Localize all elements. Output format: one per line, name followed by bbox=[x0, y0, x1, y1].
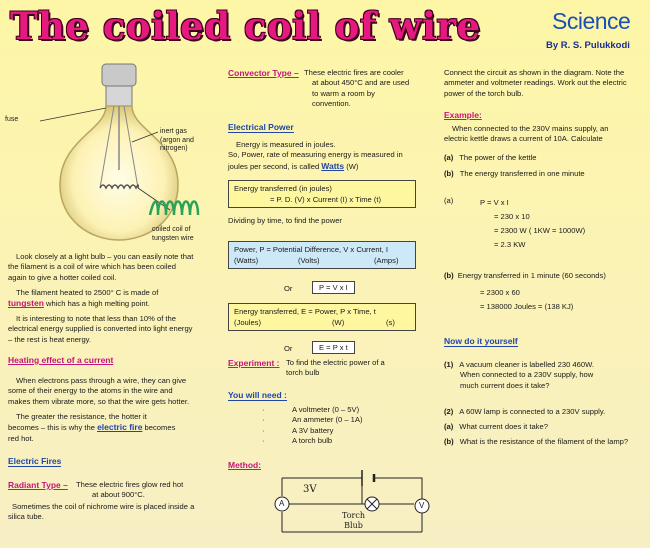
label-coiled-coil: coiled coil of tungsten wire bbox=[152, 226, 194, 242]
heading-radiant-type: Radiant Type – bbox=[8, 480, 68, 490]
ammeter-icon bbox=[274, 496, 290, 512]
question-a: (a)The power of the kettle bbox=[444, 153, 537, 162]
heading-experiment: Experiment : bbox=[228, 358, 280, 368]
convector-text: These electric fires are cooler at about… bbox=[304, 68, 410, 109]
heating-paragraph: When electrons pass through a wire, they… bbox=[8, 376, 190, 406]
dividing-text: Dividing by time, to find the power bbox=[228, 216, 342, 225]
energy-formula-box: Energy transferred (in joules) = P. D. (… bbox=[228, 180, 416, 208]
connect-paragraph: Connect the circuit as shown in the diag… bbox=[444, 68, 627, 98]
tungsten-highlight: tungsten bbox=[8, 298, 44, 309]
experiment-text: To find the electric power of a torch bu… bbox=[286, 358, 385, 378]
heading-method: Method: bbox=[228, 460, 262, 470]
power-formula-box: Power, P = Potential Difference, V x Cur… bbox=[228, 241, 416, 269]
intro-paragraph: Look closely at a light bulb – you can e… bbox=[8, 252, 194, 282]
bulb-cap-icon bbox=[101, 63, 137, 87]
list-item: ·A 3V battery bbox=[262, 425, 334, 435]
nichrome-paragraph: Sometimes the coil of nichrome wire is p… bbox=[8, 502, 195, 522]
heading-example: Example: bbox=[444, 110, 482, 120]
ammeter-label: A bbox=[279, 499, 285, 508]
heading-electrical-power: Electrical Power bbox=[228, 122, 294, 133]
bulb-neck-icon bbox=[105, 85, 133, 107]
heading-you-will-need: You will need : bbox=[228, 390, 287, 401]
exercise-1: (1)A vacuum cleaner is labelled 230 460W… bbox=[444, 360, 594, 390]
radiant-text: These electric fires glow red hot at abo… bbox=[76, 480, 184, 500]
solution-a-label: (a) bbox=[444, 196, 454, 205]
light-bulb-illustration bbox=[39, 63, 179, 241]
filament-paragraph: The filament heated to 2500° C is made o… bbox=[8, 288, 159, 309]
energy-power-time-box: Energy transferred, E = Power, P x Time,… bbox=[228, 303, 416, 331]
solution-b-lines: = 2300 x 60 = 138000 Joules = (138 KJ) bbox=[480, 288, 574, 311]
resistance-paragraph: The greater the resistance, the hotter i… bbox=[8, 412, 176, 443]
question-b: (b)The energy transferred in one minute bbox=[444, 169, 585, 178]
exercise-2: (2)A 60W lamp is connected to a 230V sup… bbox=[444, 407, 606, 416]
solution-a: P = V x I = 230 x 10 = 2300 W ( 1KW = 10… bbox=[480, 198, 586, 249]
energy-paragraph: It is interesting to note that less than… bbox=[8, 314, 193, 344]
label-fuse: fuse bbox=[5, 116, 19, 123]
author: By R. S. Pulukkodi bbox=[546, 40, 630, 51]
power-paragraph: Energy is measured in joules. So, Power,… bbox=[228, 140, 403, 171]
circuit-diagram bbox=[274, 470, 430, 533]
list-item: ·An ammeter (0 – 1A) bbox=[262, 415, 363, 425]
list-item: ·A torch bulb bbox=[262, 436, 333, 446]
list-item: ·A voltmeter (0 – 5V) bbox=[262, 405, 360, 414]
voltmeter-label: V bbox=[419, 501, 425, 510]
or-label-1: Or bbox=[284, 284, 293, 293]
filament-icon bbox=[99, 184, 139, 190]
heading-heating-effect: Heating effect of a current bbox=[8, 355, 114, 365]
watts-highlight: Watts bbox=[321, 160, 345, 171]
heading-convector-type: Convector Type – bbox=[228, 68, 299, 78]
electric-fire-highlight: electric fire bbox=[97, 422, 143, 433]
page-title: The coiled coil of wire bbox=[10, 4, 481, 48]
voltmeter-icon bbox=[414, 498, 430, 514]
equation-p-vi: P = V x I bbox=[312, 281, 355, 294]
equation-e-pt: E = P x t bbox=[312, 341, 355, 354]
battery-label: 3V bbox=[303, 484, 317, 495]
or-label-2: Or bbox=[284, 344, 293, 353]
heading-now-do-it-yourself: Now do it yourself bbox=[444, 336, 518, 347]
exercise-2a: (a)What current does it take? bbox=[444, 422, 548, 431]
example-paragraph: When connected to the 230V mains supply,… bbox=[444, 124, 609, 144]
exercise-2b: (b)What is the resistance of the filamen… bbox=[444, 437, 629, 446]
heading-electric-fires: Electric Fires bbox=[8, 456, 62, 467]
bulb-glass-icon bbox=[59, 105, 179, 241]
brand-science: Science bbox=[552, 8, 631, 34]
coiled-coil-icon bbox=[148, 200, 200, 216]
label-inert-gas: inert gas (argon and nitrogen) bbox=[160, 128, 194, 152]
need-list: ·A voltmeter (0 – 5V) ·An ammeter (0 – 1… bbox=[262, 405, 362, 447]
solution-b: (b)Energy transferred in 1 minute (60 se… bbox=[444, 271, 606, 280]
torch-bulb-label: Torch Blub bbox=[342, 511, 365, 530]
